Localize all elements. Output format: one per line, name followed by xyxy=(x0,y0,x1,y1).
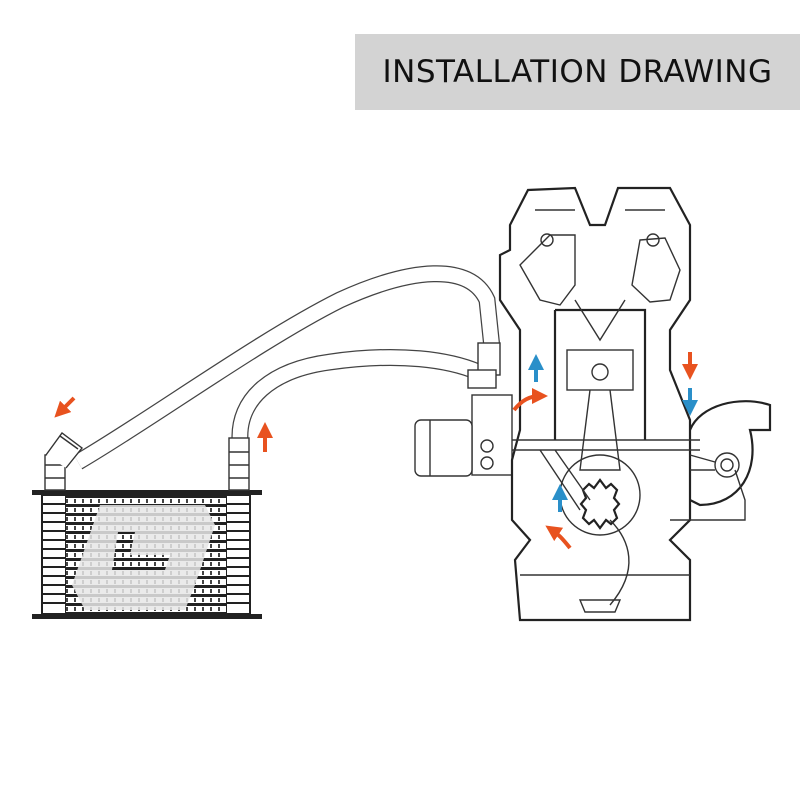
arrow-curved-orange-1 xyxy=(512,388,548,412)
title-banner: INSTALLATION DRAWING xyxy=(355,34,800,110)
sandwich-plate-adapter xyxy=(414,342,513,477)
hose-lower xyxy=(231,348,482,441)
oil-cooler xyxy=(32,490,262,619)
engine-cutaway xyxy=(498,186,772,622)
flow-arrows xyxy=(54,352,698,550)
fitting-left-45deg xyxy=(44,432,83,491)
arrow-curved-orange-2 xyxy=(545,525,572,550)
fitting-right-straight xyxy=(228,437,250,491)
brand-logo xyxy=(72,505,215,610)
page-title: INSTALLATION DRAWING xyxy=(382,54,773,90)
arrow-out-to-cooler xyxy=(54,396,76,418)
hose-upper xyxy=(73,265,501,470)
